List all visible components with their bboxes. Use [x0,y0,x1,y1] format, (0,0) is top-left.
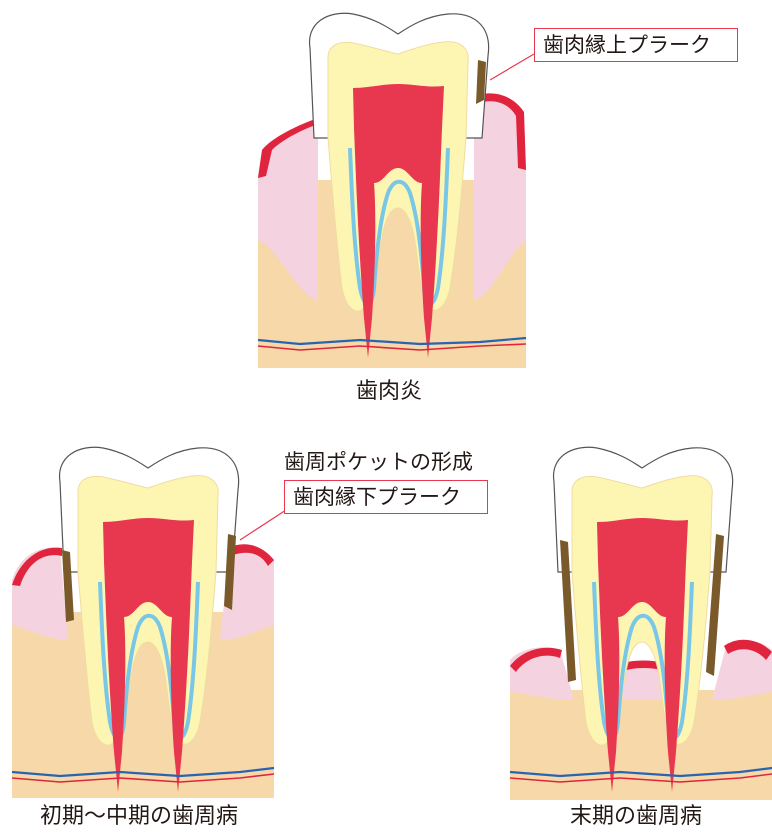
supragingival-plaque-label: 歯肉縁上プラーク [534,28,738,62]
early-mid-caption: 初期〜中期の歯周病 [40,806,238,828]
gingivitis-caption: 歯肉炎 [356,381,422,403]
subgingival-plaque-label: 歯肉縁下プラーク [284,480,488,514]
late-caption: 末期の歯周病 [570,806,702,828]
early-mid-panel [12,447,286,798]
callout-pointer [240,510,286,540]
gingivitis-panel [258,13,534,368]
gum-tissue [12,547,68,640]
callout-pointer [490,54,534,80]
bone-tissue [510,690,772,800]
pocket-formation-label: 歯周ポケットの形成 [284,452,473,473]
late-panel [510,447,772,800]
